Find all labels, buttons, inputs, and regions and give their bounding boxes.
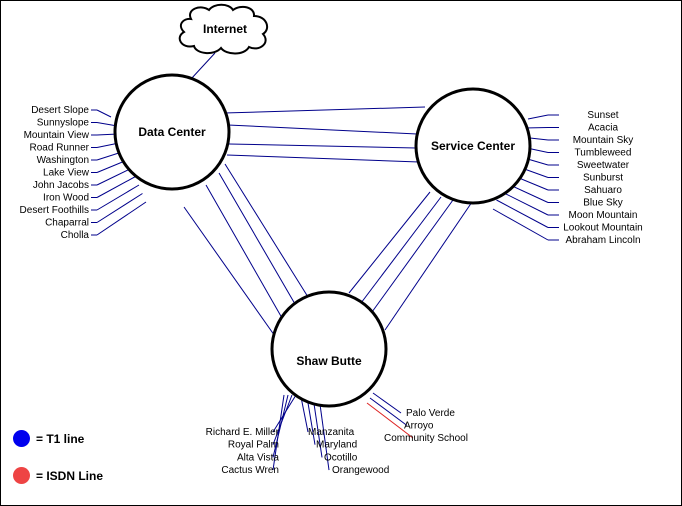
- isdn-dot-icon: [13, 467, 30, 484]
- site-label: Manzanita: [308, 427, 355, 438]
- site-link: [96, 176, 136, 198]
- legend-t1-label: = T1 line: [36, 431, 85, 446]
- site-label: Ocotillo: [324, 452, 358, 463]
- site-link: [306, 396, 316, 445]
- site-label: Orangewood: [332, 465, 389, 476]
- data-center-node: [113, 73, 231, 191]
- legend-isdn: = ISDN Line: [13, 467, 103, 484]
- service-center-node: [414, 87, 532, 205]
- site-label: Moon Mountain: [569, 210, 638, 221]
- site-link: [492, 208, 549, 241]
- site-label: Desert Slope: [31, 105, 89, 116]
- site-label: Sunset: [587, 110, 618, 121]
- dc-sb-link: [224, 163, 309, 298]
- dc-sb-link: [183, 206, 278, 340]
- dc-sc-link: [228, 143, 417, 149]
- dc-sc-link: [223, 106, 426, 114]
- sc-sb-link: [348, 191, 431, 294]
- internet-cloud: Internet: [178, 3, 269, 55]
- site-label: Desert Foothills: [20, 205, 89, 216]
- dc-sb-link: [218, 172, 296, 305]
- site-label: Tumbleweed: [575, 148, 632, 159]
- site-label: Arroyo: [404, 421, 434, 432]
- shaw-butte-label: Shaw Butte: [296, 354, 362, 368]
- site-link: [496, 199, 549, 228]
- internet-link: [190, 52, 216, 80]
- site-label: Road Runner: [30, 143, 90, 154]
- site-label: Mountain View: [24, 130, 90, 141]
- site-link: [527, 114, 549, 120]
- site-label: Maryland: [316, 440, 357, 451]
- legend-isdn-label: = ISDN Line: [36, 468, 104, 483]
- sc-sb-link: [384, 201, 473, 331]
- dc-sc-link: [226, 154, 420, 163]
- site-link: [96, 201, 147, 236]
- site-link: [96, 184, 140, 211]
- shaw-butte-node: [270, 290, 388, 408]
- site-label: Lake View: [43, 168, 90, 179]
- site-label: Alta Vista: [237, 452, 279, 463]
- site-label: Cholla: [61, 230, 90, 241]
- dc-sc-link: [227, 124, 418, 135]
- site-label: Mountain Sky: [573, 135, 634, 146]
- site-label: Blue Sky: [583, 198, 622, 209]
- site-label: Chaparral: [45, 218, 89, 229]
- site-link: [366, 402, 414, 439]
- site-label: Sweetwater: [577, 160, 630, 171]
- site-label: Sunburst: [583, 173, 623, 184]
- site-link: [272, 394, 285, 471]
- site-link: [96, 167, 133, 186]
- internet-label: Internet: [203, 22, 247, 36]
- site-link: [318, 396, 330, 471]
- site-label: John Jacobs: [33, 180, 89, 191]
- site-label: Palo Verde: [406, 408, 455, 419]
- data-center-label: Data Center: [138, 125, 206, 139]
- site-label: Abraham Lincoln: [565, 235, 640, 246]
- site-label: Cactus Wren: [221, 465, 279, 476]
- legend-t1: = T1 line: [13, 430, 84, 447]
- site-label: Washington: [37, 155, 89, 166]
- site-label: Sahuaro: [584, 185, 622, 196]
- site-label: Sunnyslope: [37, 118, 90, 129]
- service-center-label: Service Center: [431, 139, 515, 153]
- t1-dot-icon: [13, 430, 30, 447]
- site-link: [312, 396, 323, 458]
- site-link: [96, 122, 115, 126]
- site-link: [96, 109, 112, 118]
- site-label: Acacia: [588, 123, 618, 134]
- site-label: Community School: [384, 433, 468, 444]
- site-label: Lookout Mountain: [563, 223, 643, 234]
- site-label: Royal Palm: [228, 440, 279, 451]
- site-link: [300, 396, 309, 433]
- sc-sb-link: [360, 196, 442, 304]
- site-link: [96, 193, 143, 223]
- dc-sb-link: [205, 184, 283, 319]
- site-label: Iron Wood: [43, 193, 89, 204]
- site-link: [369, 397, 408, 426]
- site-link: [372, 392, 402, 414]
- site-link: [499, 190, 549, 216]
- site-label: Richard E. Miller: [206, 427, 280, 438]
- site-link: [272, 394, 289, 458]
- sc-sb-link: [371, 199, 454, 313]
